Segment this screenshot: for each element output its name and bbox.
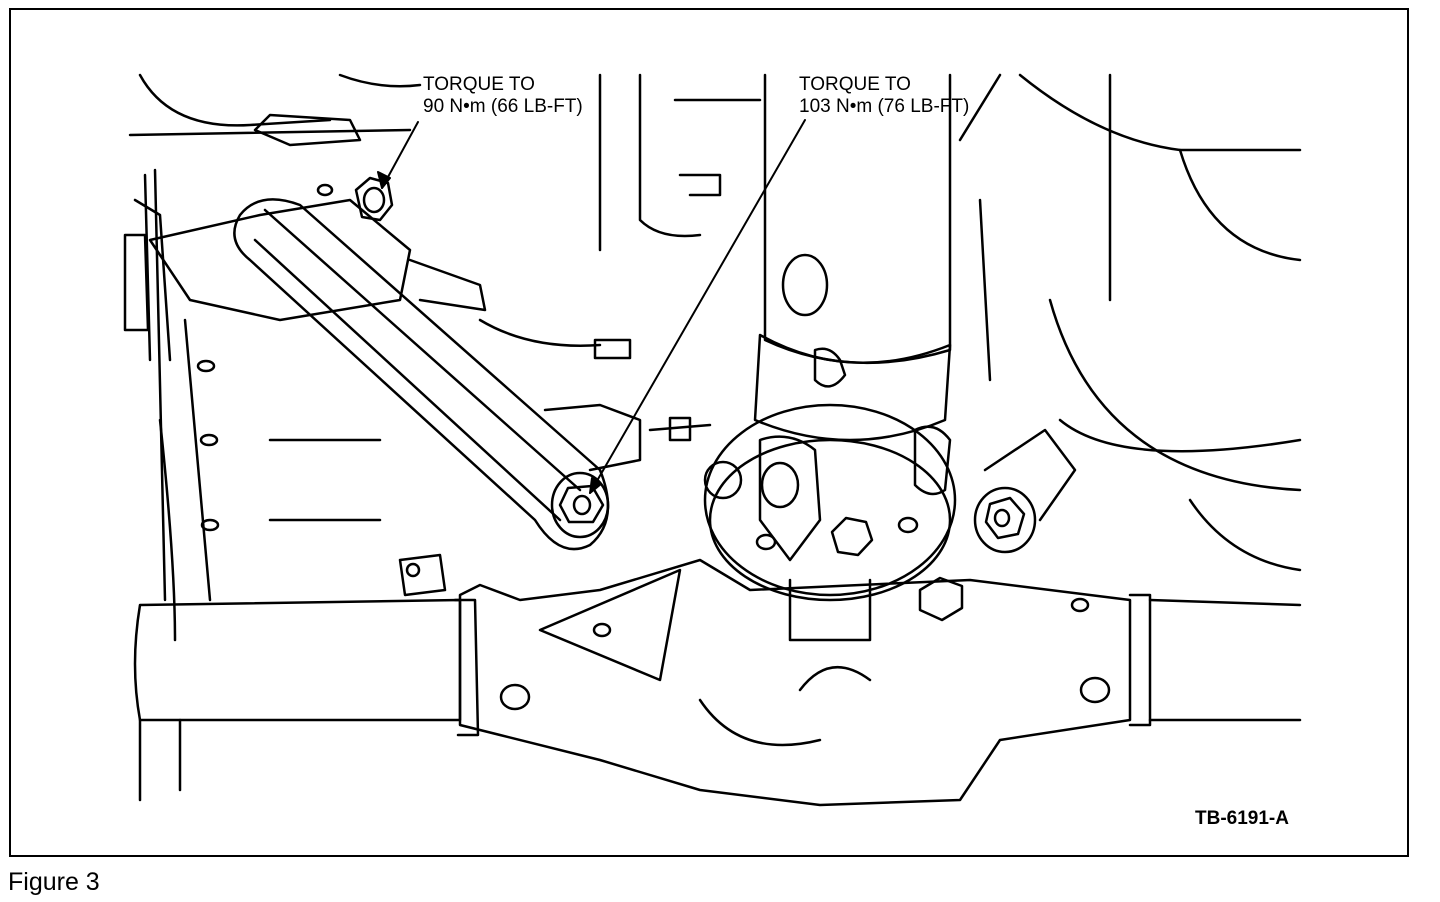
frame-rail-holes [196, 359, 220, 532]
torque-callout-arm-pivot: TORQUE TO 103 N•m (76 LB-FT) [799, 74, 969, 118]
axle-housing [133, 558, 1302, 807]
upper-mount-bracket [123, 113, 487, 332]
callout-line-1: TORQUE TO [799, 74, 911, 95]
callout-line-2: 103 N•m (76 LB-FT) [799, 96, 970, 117]
diagram-frame [9, 8, 1409, 857]
upper-mount-nut [354, 176, 394, 222]
right-mount-nut [973, 428, 1077, 554]
callout-line-2: 90 N•m (66 LB-FT) [423, 96, 583, 117]
body-outline [128, 73, 1302, 642]
callout-leaders [377, 119, 806, 494]
figure-caption: Figure 3 [8, 868, 100, 896]
figure-code: TB-6191-A [1195, 808, 1289, 829]
callout-line-1: TORQUE TO [423, 74, 535, 95]
hoses-and-brackets [268, 73, 762, 597]
pinion-flange [703, 403, 957, 642]
control-arm [233, 198, 610, 551]
torque-callout-upper-mount: TORQUE TO 90 N•m (66 LB-FT) [423, 74, 583, 118]
driveshaft [753, 73, 1002, 442]
